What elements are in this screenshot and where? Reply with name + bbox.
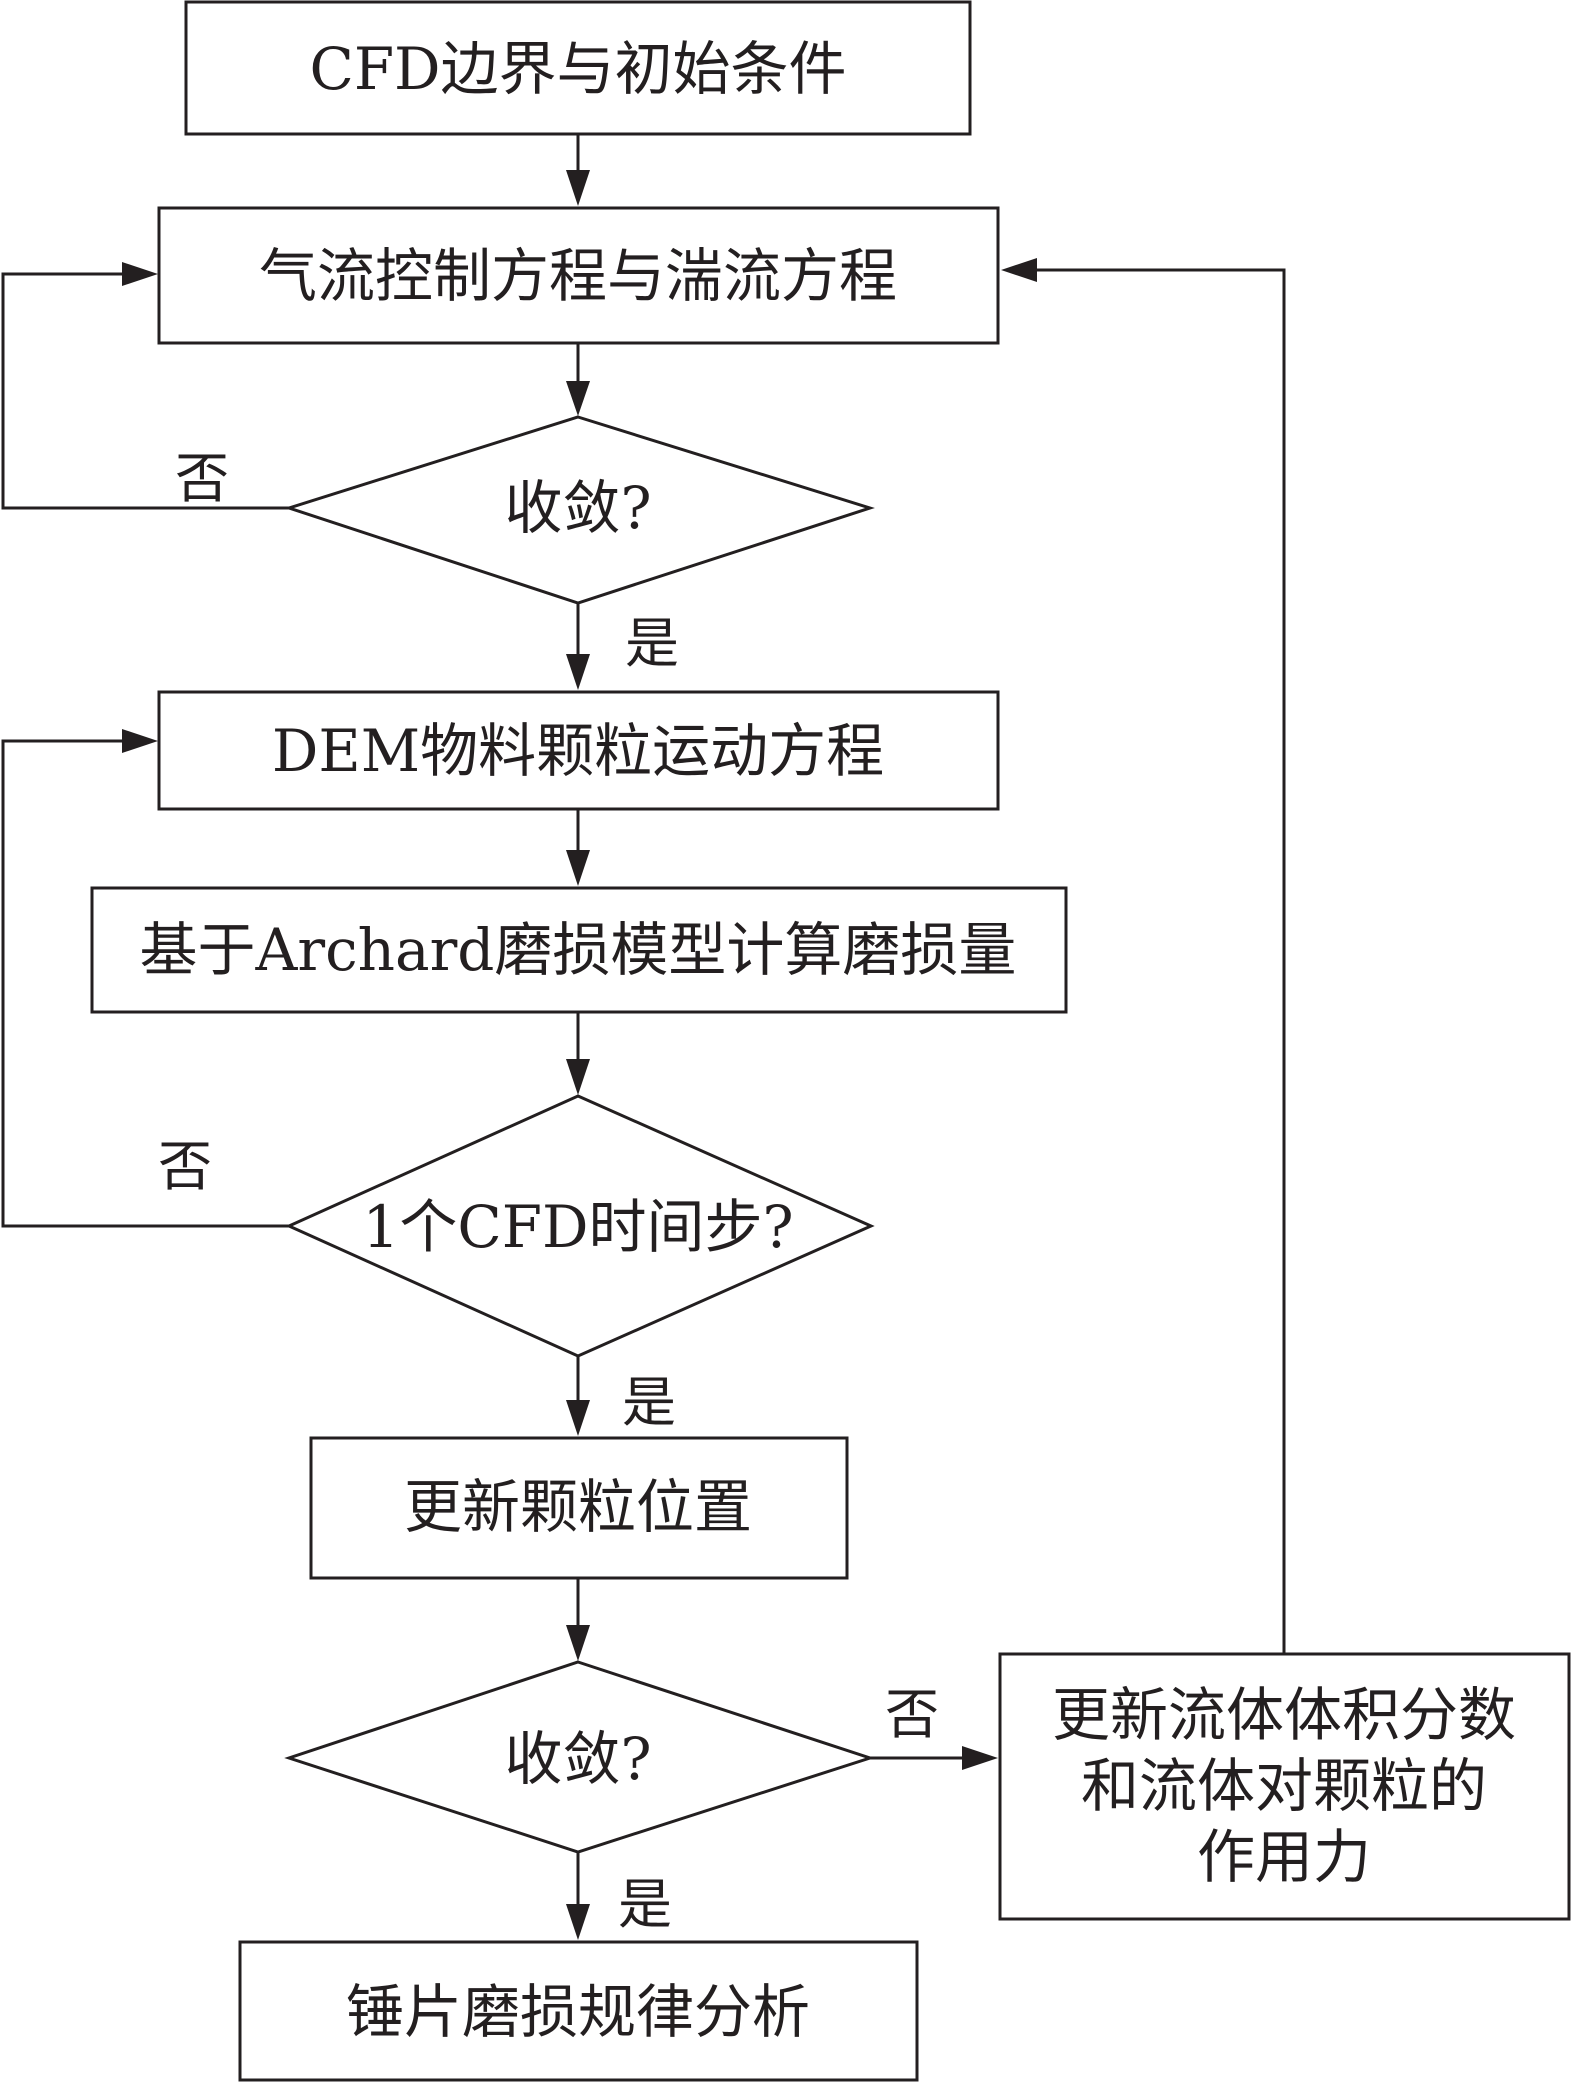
label-no-converge-1: 否 [175, 447, 229, 510]
node-dem-equations: DEM物料颗粒运动方程 [157, 690, 1000, 811]
node-update-fluid-line-2: 和流体对颗粒的 [1081, 1752, 1487, 1820]
loop-time-step-no [1, 729, 289, 1228]
node-gas-equations: 气流控制方程与湍流方程 [157, 206, 1000, 345]
node-gas-equations-label: 气流控制方程与湍流方程 [259, 242, 897, 310]
node-update-position-label: 更新颗粒位置 [404, 1473, 752, 1541]
arrow-converge-2-no-to-update-fluid [870, 1746, 998, 1770]
label-no-converge-2: 否 [885, 1683, 939, 1746]
arrow-gas-to-converge-1 [566, 343, 590, 416]
decision-cfd-time-step-label: 1个CFD时间步? [362, 1193, 793, 1261]
arrow-dem-to-archard [566, 809, 590, 886]
label-yes-converge-1: 是 [625, 612, 679, 675]
node-update-fluid-line-3: 作用力 [1197, 1823, 1371, 1891]
arrow-update-position-to-converge-2 [566, 1578, 590, 1661]
node-update-position: 更新颗粒位置 [309, 1436, 849, 1580]
loop-converge-1-no [1, 262, 289, 510]
node-cfd-init-label: CFD边界与初始条件 [309, 35, 846, 103]
node-wear-analysis-label: 锤片磨损规律分析 [346, 1978, 810, 2046]
node-archard-wear-label: 基于Archard磨损模型计算磨损量 [140, 916, 1017, 984]
decision-converge-2: 收敛? [284, 1660, 875, 1854]
node-wear-analysis: 锤片磨损规律分析 [238, 1940, 919, 2082]
node-dem-equations-label: DEM物料颗粒运动方程 [272, 717, 884, 785]
arrow-init-to-gas [566, 134, 590, 206]
arrow-converge-2-to-analysis [566, 1852, 590, 1940]
label-no-time-step: 否 [158, 1135, 212, 1198]
node-update-fluid-line-1: 更新流体体积分数 [1052, 1681, 1516, 1749]
node-cfd-init: CFD边界与初始条件 [184, 0, 972, 136]
loop-update-fluid-to-gas [1001, 258, 1286, 1654]
arrow-archard-to-time-step [566, 1012, 590, 1095]
node-update-fluid: 更新流体体积分数 和流体对颗粒的 作用力 [998, 1652, 1571, 1921]
decision-converge-2-label: 收敛? [504, 1725, 651, 1793]
node-archard-wear: 基于Archard磨损模型计算磨损量 [90, 886, 1068, 1014]
label-yes-converge-2: 是 [618, 1873, 672, 1936]
decision-converge-1: 收敛? [284, 415, 875, 605]
decision-cfd-time-step: 1个CFD时间步? [285, 1094, 875, 1358]
arrow-time-step-to-update-position [566, 1356, 590, 1436]
arrow-converge-1-to-dem [566, 603, 590, 690]
label-yes-time-step: 是 [622, 1371, 676, 1434]
decision-converge-1-label: 收敛? [504, 474, 651, 542]
